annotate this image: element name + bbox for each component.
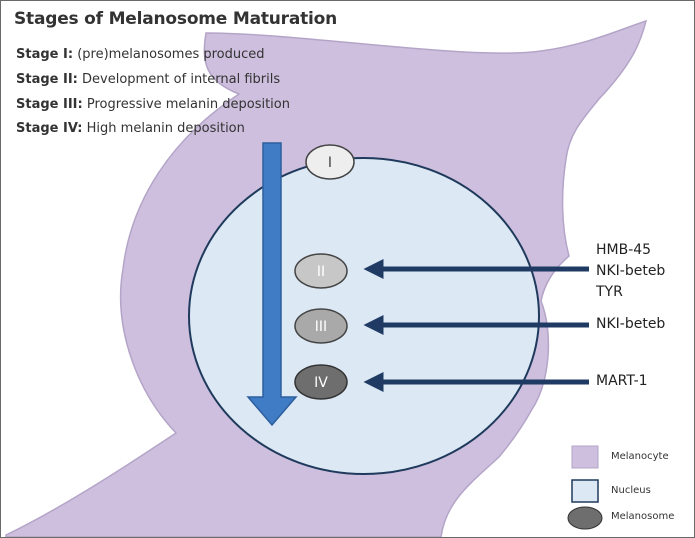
stage-description: Development of internal fibrils: [82, 71, 281, 87]
melanosome-numeral: III: [315, 319, 327, 335]
marker-label: MART-1: [596, 373, 648, 389]
marker-label: TYR: [596, 284, 623, 300]
melanosome-numeral: II: [317, 264, 325, 280]
marker-label: HMB-45: [596, 242, 652, 258]
legend-nucleus-label: Nucleus: [611, 485, 651, 496]
stage-item: Stage III: Progressive melanin depositio…: [16, 93, 290, 118]
stage-item: Stage I: (pre)melanosomes produced: [16, 43, 290, 68]
legend-melanocyte-swatch: [571, 445, 599, 469]
melanosome-stage-4: IV: [294, 364, 348, 400]
stage-label: Stage I:: [16, 47, 74, 62]
stage-label: Stage III:: [16, 96, 83, 112]
melanosome-numeral: IV: [314, 375, 328, 391]
melanosome-numeral: I: [328, 155, 332, 171]
marker-group-stage-2: HMB-45 NKI-beteb TYR: [596, 240, 665, 303]
stage-label: Stage IV:: [16, 121, 83, 137]
melanosome-stage-1: I: [305, 144, 355, 180]
marker-label: NKI-beteb: [596, 263, 666, 279]
stage-description: Progressive melanin deposition: [86, 96, 290, 112]
marker-group-stage-3: NKI-beteb: [596, 314, 665, 335]
legend-melanosome-swatch: [567, 506, 603, 530]
legend-nucleus-swatch: [571, 479, 599, 503]
stage-description: (pre)melanosomes produced: [77, 47, 265, 62]
legend-melanocyte-label: Melanocyte: [611, 451, 669, 462]
stage-item: Stage IV: High melanin deposition: [16, 117, 290, 142]
nucleus: [188, 157, 540, 475]
marker-group-stage-4: MART-1: [596, 371, 648, 392]
legend-melanosome-label: Melanosome: [611, 511, 675, 522]
marker-label: NKI-beteb: [596, 316, 666, 332]
diagram-title: Stages of Melanosome Maturation: [14, 9, 338, 29]
melanosome-stage-2: II: [294, 253, 348, 289]
stage-description: High melanin deposition: [86, 121, 245, 137]
melanosome-stage-3: III: [294, 308, 348, 344]
maturation-arrow: [246, 142, 298, 427]
stage-list: Stage I: (pre)melanosomes produced Stage…: [16, 43, 290, 142]
stage-label: Stage II:: [16, 71, 78, 87]
stage-item: Stage II: Development of internal fibril…: [16, 68, 290, 93]
